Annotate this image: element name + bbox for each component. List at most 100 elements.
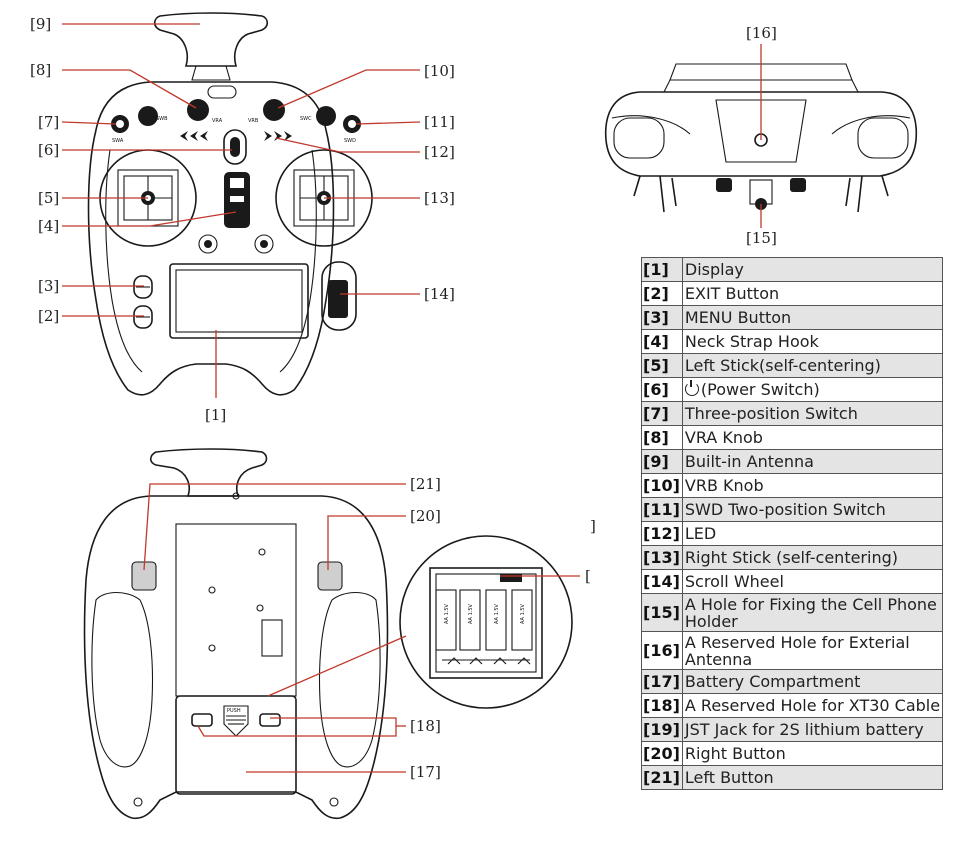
xt30-hole-right (259, 713, 281, 727)
menu-button (133, 275, 153, 299)
led-chevrons-right (264, 131, 292, 141)
legend-row: [8]VRA Knob (641, 425, 944, 450)
legend-number: [16] (641, 631, 683, 670)
legend-description: Right Stick (self-centering) (681, 545, 944, 570)
led-chevrons-left (180, 131, 208, 141)
callout-8: [8] (30, 61, 51, 79)
legend-number: [4] (641, 329, 683, 354)
back-view: PUSH (83, 448, 389, 820)
legend-row: [4]Neck Strap Hook (641, 329, 944, 354)
callout-17: [17] (410, 763, 441, 781)
top-view (604, 63, 918, 213)
right-button (317, 561, 343, 591)
legend-row: [16]A Reserved Hole for Exterial Antenna (641, 631, 944, 670)
legend-number: [19] (641, 717, 683, 742)
legend-description: Display (681, 257, 944, 282)
stray-open-bracket: [ (585, 567, 591, 585)
swd-label: SWD (344, 138, 356, 144)
legend-number: [10] (641, 473, 683, 498)
legend-number: [2] (641, 281, 683, 306)
cell-2-label: AA 1.5V (468, 603, 474, 624)
legend-table: [1]Display[2]EXIT Button[3]MENU Button[4… (641, 257, 944, 790)
callout-16: [16] (746, 24, 777, 42)
legend-description: VRA Knob (681, 425, 944, 450)
swc-label: SWC (300, 116, 312, 122)
swb-label: SWB (156, 116, 168, 122)
vrb-label: VRB (248, 118, 259, 124)
legend-row: [1]Display (641, 257, 944, 282)
top-body (604, 91, 918, 177)
legend-number: [8] (641, 425, 683, 450)
callout-5: [5] (38, 189, 59, 207)
legend-number: [15] (641, 593, 683, 632)
legend-description: (Power Switch) (681, 377, 944, 402)
legend-description: Battery Compartment (681, 669, 944, 694)
legend-number: [6] (641, 377, 683, 402)
legend-description: JST Jack for 2S lithium battery (681, 717, 944, 742)
legend-number: [11] (641, 497, 683, 522)
callout-2: [2] (38, 307, 59, 325)
legend-row: [10]VRB Knob (641, 473, 944, 498)
legend-row: [5]Left Stick(self-centering) (641, 353, 944, 378)
cell-4-label: AA 1.5V (520, 603, 526, 624)
legend-row: [18]A Reserved Hole for XT30 Cable (641, 693, 944, 718)
callout-13: [13] (424, 189, 455, 207)
legend-number: [12] (641, 521, 683, 546)
push-label: PUSH (227, 708, 241, 714)
battery-zoom: AA 1.5V AA 1.5V AA 1.5V AA 1.5V (399, 535, 573, 709)
legend-row: [15]A Hole for Fixing the Cell Phone Hol… (641, 593, 944, 632)
battery-cells: AA 1.5V AA 1.5V AA 1.5V AA 1.5V (435, 589, 533, 651)
legend-description: VRB Knob (681, 473, 944, 498)
legend-description: SWD Two-position Switch (681, 497, 944, 522)
legend-number: [5] (641, 353, 683, 378)
legend-number: [13] (641, 545, 683, 570)
neck-strap-hook (224, 172, 250, 228)
battery-compartment (175, 695, 297, 795)
back-leaders (143, 483, 580, 773)
legend-description: Built-in Antenna (681, 449, 944, 474)
legend-description: Left Stick(self-centering) (681, 353, 944, 378)
legend-row: [6](Power Switch) (641, 377, 944, 402)
legend-number: [3] (641, 305, 683, 330)
power-switch (223, 129, 247, 165)
legend-row: [13]Right Stick (self-centering) (641, 545, 944, 570)
back-callouts: [21] [20] [18] [17] ] [ (410, 475, 596, 781)
legend-description: A Reserved Hole for XT30 Cable (681, 693, 944, 718)
legend-number: [21] (641, 765, 683, 790)
callout-3: [3] (38, 277, 59, 295)
callout-9: [9] (30, 15, 51, 33)
legend-row: [21]Left Button (641, 765, 944, 790)
legend-number: [18] (641, 693, 683, 718)
power-icon (684, 380, 699, 396)
antenna-handle (153, 12, 269, 67)
callout-1: [1] (205, 406, 226, 424)
legend-description: Scroll Wheel (681, 569, 944, 594)
back-antenna (149, 448, 268, 497)
legend-description: Right Button (681, 741, 944, 766)
legend-row: [17]Battery Compartment (641, 669, 944, 694)
callout-6: [6] (38, 141, 59, 159)
front-callouts: [9] [8] [7] [6] [5] [4] [3] [2] [1] [10]… (30, 15, 455, 424)
display-screen (169, 263, 309, 339)
front-view: SWA SWB VRA VRB SWC SWD (87, 12, 373, 396)
vrb-knob (263, 99, 285, 121)
callout-11: [11] (424, 113, 455, 131)
legend-row: [20]Right Button (641, 741, 944, 766)
legend-description: EXIT Button (681, 281, 944, 306)
callout-20: [20] (410, 507, 441, 525)
legend-row: [19]JST Jack for 2S lithium battery (641, 717, 944, 742)
legend-row: [14]Scroll Wheel (641, 569, 944, 594)
vra-label: VRA (212, 118, 223, 124)
legend-description: LED (681, 521, 944, 546)
callout-7: [7] (38, 113, 59, 131)
legend-number: [7] (641, 401, 683, 426)
legend-number: [20] (641, 741, 683, 766)
callout-4: [4] (38, 217, 59, 235)
callout-14: [14] (424, 285, 455, 303)
legend-description: A Hole for Fixing the Cell Phone Holder (681, 593, 944, 632)
legend-description: MENU Button (681, 305, 944, 330)
legend-number: [1] (641, 257, 683, 282)
cell-3-label: AA 1.5V (494, 603, 500, 624)
legend-description: A Reserved Hole for Exterial Antenna (681, 631, 944, 670)
